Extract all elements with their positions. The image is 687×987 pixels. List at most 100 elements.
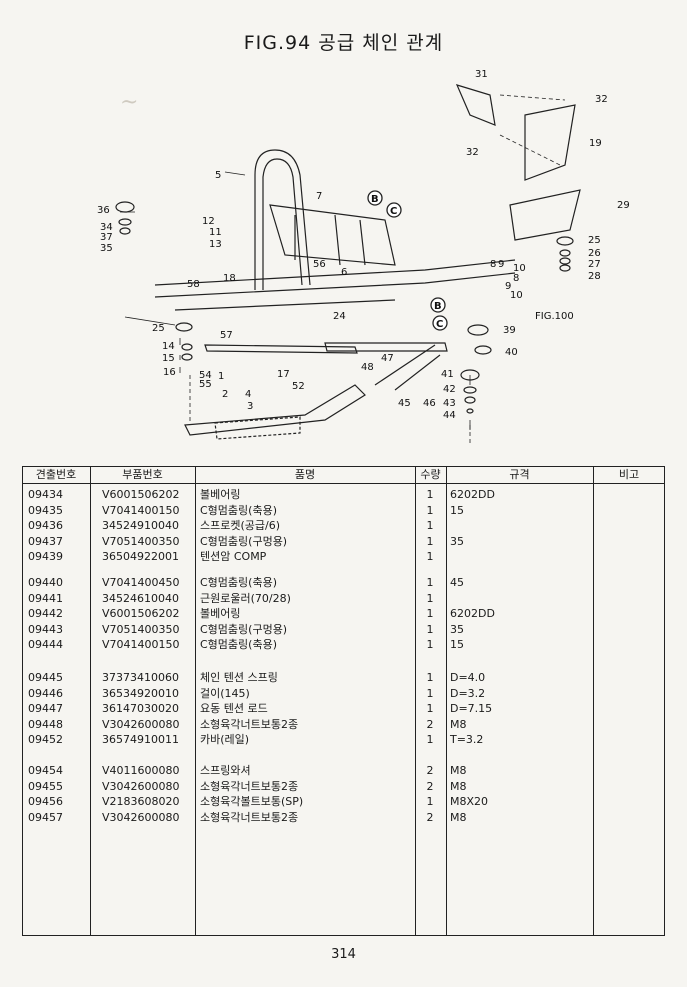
part-name-cell: 소형육각볼트보통(SP) — [200, 795, 304, 808]
code-cell: 09447 — [28, 702, 63, 715]
callout-number: FIG.100 — [535, 311, 574, 322]
part-number-cell: 36504922001 — [102, 550, 179, 563]
callout-number: 57 — [220, 330, 233, 341]
column-divider — [90, 466, 91, 936]
part-number-cell: V4011600080 — [102, 764, 180, 777]
callout-number: 41 — [441, 369, 454, 380]
plate-29 — [509, 189, 581, 241]
part-number-cell: 36534920010 — [102, 686, 179, 700]
callout-number: 55 — [199, 379, 212, 390]
header-qty: 수량 — [420, 468, 441, 481]
callout-number: 32 — [595, 94, 608, 105]
quantity-cell: 1 — [426, 622, 434, 636]
quantity-cell: 1 — [426, 733, 434, 746]
callout-number: 35 — [100, 243, 113, 254]
part-name-cell: 체인 텐션 스프링 — [200, 671, 278, 684]
part-name-cell: C형멈춤링(축용) — [200, 638, 277, 651]
spec-cell: M8 — [450, 810, 467, 824]
code-cell: 09456 — [28, 795, 63, 808]
code-cell: 09448 — [28, 717, 63, 731]
spec-cell: M8 — [450, 764, 467, 777]
part-number-cell: 36147030020 — [102, 702, 179, 715]
code-cell: 09443 — [28, 622, 63, 636]
svg-text:B: B — [434, 301, 442, 312]
callout-number: 7 — [316, 191, 322, 202]
background-stamp: ~ — [120, 90, 139, 115]
spec-cell: 6202DD — [450, 607, 495, 620]
parts-diagram-svg: B C B C 31321932573634373512111329252627… — [97, 69, 630, 445]
callout-number: 12 — [202, 216, 215, 227]
callout-number: 3 — [247, 401, 253, 412]
callout-number: 45 — [398, 398, 411, 409]
main-rail-upper — [154, 259, 516, 286]
callout-number: 4 — [245, 389, 251, 400]
lower-frame — [184, 384, 366, 436]
part-number-cell: V7051400350 — [102, 622, 180, 636]
part-number-cell: V6001506202 — [102, 488, 180, 501]
guard-31 — [455, 84, 496, 126]
part-number-cell: 34524610040 — [102, 591, 179, 605]
part-name-cell: C형멈춤링(구멍용) — [200, 534, 288, 548]
header-part-no: 부품번호 — [122, 468, 163, 481]
code-cell: 09452 — [28, 733, 63, 746]
callout-number: 2 — [222, 389, 228, 400]
page-number: 314 — [331, 947, 356, 962]
part-number-cell: 34524910040 — [102, 519, 179, 532]
callout-number: 6 — [341, 267, 347, 278]
marker-b-lower: B — [430, 297, 446, 313]
quantity-cell: 1 — [426, 534, 434, 548]
part-number-cell: V7051400350 — [102, 534, 180, 548]
callout-number: 44 — [443, 410, 456, 421]
spec-cell: D=7.15 — [450, 702, 493, 715]
spec-cell: D=3.2 — [450, 686, 486, 700]
callout-number: 14 — [162, 341, 175, 352]
part-number-cell: 36574910011 — [102, 733, 179, 746]
part-name-cell: 스프링와셔 — [200, 764, 251, 777]
callout-number: 28 — [588, 271, 601, 282]
spec-cell: D=4.0 — [450, 671, 486, 684]
header-remarks: 비고 — [618, 468, 640, 481]
part-name-cell: 텐션암 COMP — [200, 550, 267, 563]
quantity-cell: 1 — [426, 550, 434, 563]
code-cell: 09441 — [28, 591, 63, 605]
callout-number: 13 — [209, 239, 222, 250]
parts-table — [22, 466, 665, 936]
part-number-cell: V7041400150 — [102, 638, 180, 651]
quantity-cell: 1 — [426, 671, 434, 684]
part-name-cell: 볼베어링 — [200, 488, 241, 501]
column-divider — [593, 466, 594, 936]
code-cell: 09437 — [28, 534, 63, 548]
quantity-cell: 2 — [426, 764, 434, 777]
callout-number: 10 — [513, 263, 526, 274]
part-number-cell: V6001506202 — [102, 607, 180, 620]
column-divider — [195, 466, 196, 936]
header-spec: 규격 — [509, 468, 530, 481]
callout-number: 31 — [475, 69, 488, 80]
svg-text:B: B — [371, 194, 379, 205]
callout-number: 5 — [215, 170, 221, 181]
callout-number: 18 — [223, 273, 236, 284]
header-code: 견출번호 — [35, 468, 77, 481]
marker-b-upper: B — [367, 190, 383, 206]
quantity-cell: 2 — [426, 810, 434, 824]
quantity-cell: 1 — [426, 519, 434, 532]
callout-number: 27 — [588, 259, 601, 270]
part-name-cell: C형멈춤링(구멍용) — [200, 622, 288, 636]
callout-number: 43 — [443, 398, 456, 409]
part-name-cell: 걸이(145) — [200, 686, 250, 700]
part-number-cell: V7041400450 — [102, 576, 180, 589]
quantity-cell: 1 — [426, 607, 434, 620]
